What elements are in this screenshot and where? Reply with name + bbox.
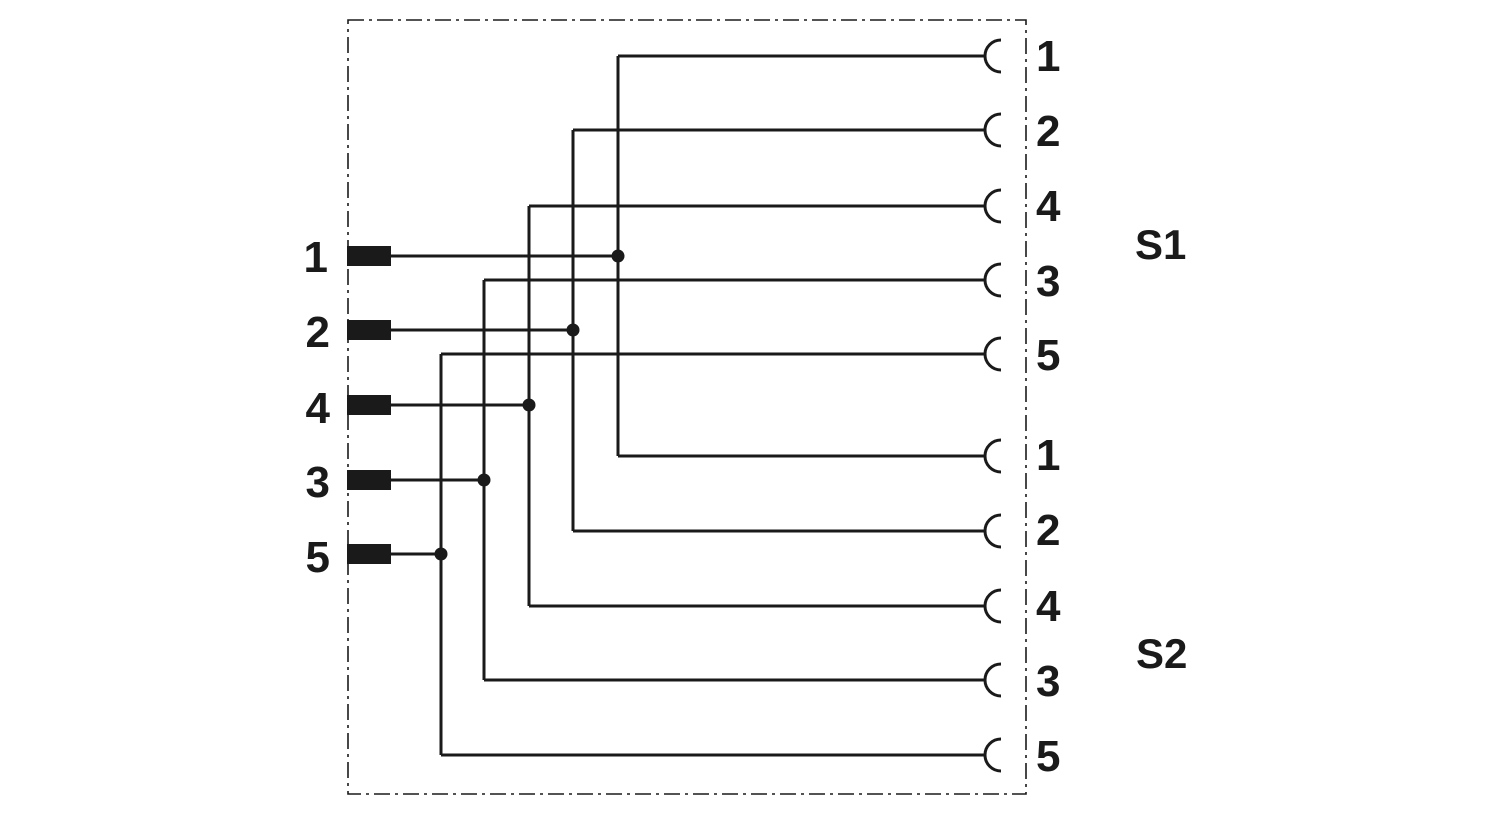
plug-pin-label: 1	[304, 233, 328, 282]
junction-dot	[434, 547, 448, 561]
socket-contact	[983, 188, 1002, 224]
socket-group-label-s2: S2	[1136, 630, 1187, 677]
s1-pin-label: 4	[1036, 182, 1061, 231]
wires	[391, 54, 985, 757]
socket-contact	[983, 336, 1002, 372]
s2-pin-label: 3	[1036, 657, 1060, 706]
plug-pin	[347, 470, 391, 490]
s2-pin-label: 1	[1036, 431, 1060, 480]
s2-pin-label: 2	[1036, 506, 1060, 555]
s2-pin-label: 4	[1036, 582, 1061, 631]
s1-pin-label: 1	[1036, 32, 1060, 81]
plug-pin-label: 3	[306, 458, 330, 507]
plug-pin	[347, 544, 391, 564]
plug-pin-label: 4	[306, 384, 331, 433]
plug-pin	[347, 320, 391, 340]
s1-pin-label: 5	[1036, 331, 1060, 380]
s1-pin-label: 3	[1036, 257, 1060, 306]
housing-frame	[347, 19, 1027, 795]
junction-dot	[522, 398, 536, 412]
socket-contact	[983, 513, 1002, 549]
socket-contact	[983, 38, 1002, 74]
socket-contact	[983, 438, 1002, 474]
junction-dots	[434, 249, 625, 561]
socket-contacts	[983, 38, 1002, 773]
plug-pin	[347, 395, 391, 415]
socket-group-label-s1: S1	[1135, 221, 1186, 268]
plug-pin-label: 2	[306, 308, 330, 357]
plug-pin-label: 5	[306, 533, 330, 582]
plug-pins	[347, 246, 391, 564]
s1-pin-label: 2	[1036, 107, 1060, 156]
s2-pin-label: 5	[1036, 732, 1060, 781]
socket-contact	[983, 662, 1002, 698]
plug-pin	[347, 246, 391, 266]
socket-contact	[983, 588, 1002, 624]
socket-contact	[983, 262, 1002, 298]
junction-dot	[611, 249, 625, 263]
socket-contact	[983, 112, 1002, 148]
socket-contact	[983, 737, 1002, 773]
junction-dot	[477, 473, 491, 487]
junction-dot	[566, 323, 580, 337]
